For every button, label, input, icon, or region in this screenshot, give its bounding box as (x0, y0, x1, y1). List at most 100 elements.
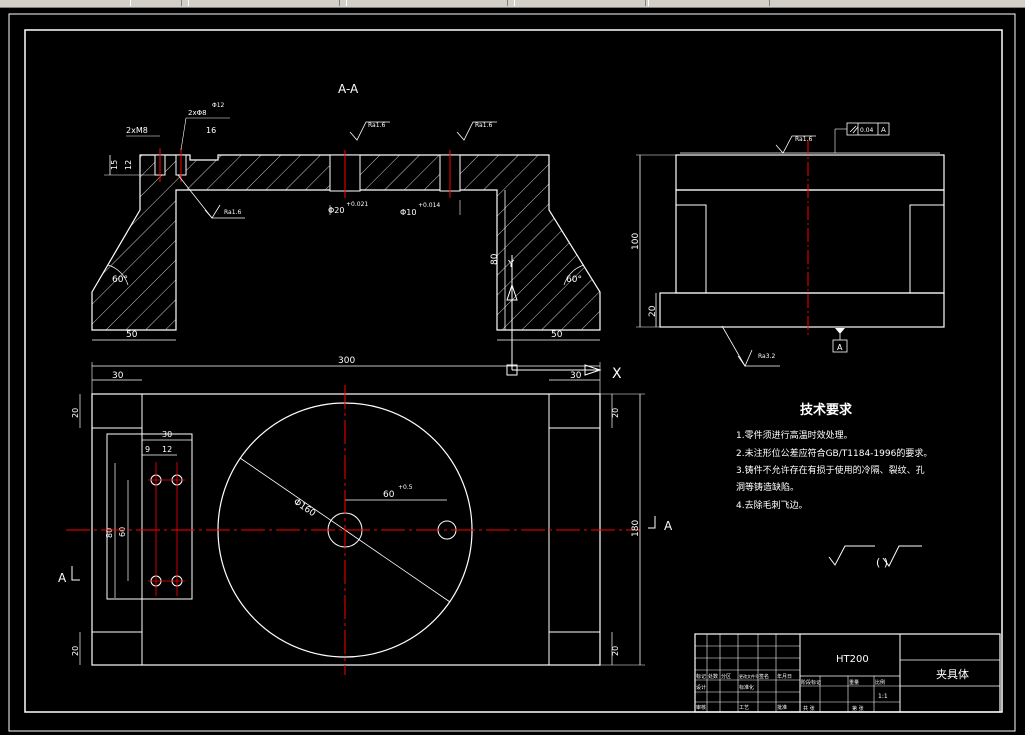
roughness-note: ( ) (876, 556, 888, 569)
roughness-symbol (775, 135, 816, 154)
angle-arc (563, 264, 585, 286)
phi160-label: Φ160 (291, 497, 317, 519)
tb-cell-process: 工艺 (739, 705, 749, 711)
tech-title: 技术要求 (800, 402, 853, 418)
datum-box-label: A (837, 343, 843, 352)
window-toolbar-strip (0, 0, 1025, 8)
dim-300: 300 (338, 356, 355, 366)
tech-item-5: 4.去除毛刺飞边。 (736, 499, 808, 511)
toolbar-segment[interactable] (130, 0, 182, 6)
ucs-x-label: X (612, 366, 622, 382)
ucs-y-label: Y (507, 259, 515, 270)
side-view: 100 20 Ra1.6 0.04 A A Ra3.2 (631, 122, 945, 367)
tb-part-name: 夹具体 (936, 667, 969, 681)
tb-cell-change: 更改文件号 (739, 673, 759, 679)
tb-cell-total-sheets: 共 张 (803, 705, 815, 712)
dim-30-plate: 30 (162, 430, 172, 439)
tb-cell-approve: 批准 (777, 704, 787, 711)
tb-cell-review: 审核 (696, 704, 706, 711)
dim-100: 100 (631, 233, 641, 250)
dim-12: 12 (124, 160, 133, 170)
dim-12-plate: 12 (162, 445, 172, 454)
roughness-symbol (456, 121, 497, 141)
tol-datum: A (881, 126, 886, 134)
dim-30-right: 30 (570, 371, 582, 381)
side-slot-left (675, 204, 707, 294)
dim-180: 180 (631, 520, 641, 537)
tb-cell-date: 年月日 (777, 673, 792, 680)
ra-1-6-c: Ra1.6 (224, 209, 241, 216)
dim-50-right: 50 (551, 330, 563, 340)
section-mark-left: A (58, 571, 67, 585)
ucs-origin-box (506, 364, 518, 376)
tech-item-1: 1.零件须进行高温时效处理。 (736, 429, 853, 441)
leader (180, 117, 187, 151)
tb-cell-stage: 阶段标记 (801, 679, 821, 686)
clamp-plate (106, 433, 193, 600)
angle-arc (107, 264, 129, 286)
tol-phi10: +0.014 (418, 202, 440, 209)
top-view: Φ160 60 +0.5 30 9 12 80 60 300 30 3 (58, 356, 673, 675)
dim-15: 15 (110, 160, 119, 170)
toolbar-segment[interactable] (514, 0, 646, 6)
dim-60-plate: 60 (118, 527, 127, 537)
section-view-a-a: 50 50 80 15 12 2xM8 2xΦ8 Φ12 16 Φ20 +0.0… (91, 102, 622, 382)
ucs-y-arrow (506, 283, 518, 301)
tb-cell-std: 标准化 (739, 684, 754, 691)
title-block-frame (694, 633, 1001, 713)
dim-9: 9 (145, 445, 150, 454)
tb-ratio: 1:1 (878, 693, 888, 700)
tech-item-3: 3.铸件不允许存在有损于使用的冷隔、裂纹、孔 (736, 464, 925, 476)
ucs-x-arrow (584, 364, 602, 376)
dim-20-tl: 20 (71, 408, 80, 418)
datum-triangle (835, 328, 845, 334)
side-top-slab (675, 154, 945, 191)
technical-requirements: 技术要求 1.零件须进行高温时效处理。 2.未注形位公差应符合GB/T1184-… (736, 402, 932, 569)
section-arrow-left (71, 566, 80, 581)
tb-cell-zone: 分区 (721, 673, 731, 680)
title-block: 标记 处数 分区 更改文件号 签名 年月日 设计 标准化 阶段标记 重量 比例 … (694, 633, 1001, 713)
dim-80-plate: 80 (105, 528, 114, 538)
toolbar-segment[interactable] (188, 0, 340, 6)
dim-80: 80 (490, 253, 500, 265)
dim-20-side: 20 (648, 305, 658, 317)
tb-cell-sheet-no: 第 张 (852, 705, 864, 712)
general-roughness-icon (828, 545, 875, 566)
tb-cell-sign: 签名 (759, 673, 769, 680)
toolbar-segment[interactable] (648, 0, 770, 6)
angle-right: 60° (566, 275, 582, 285)
roughness-leader (721, 325, 780, 367)
dim-50-left: 50 (126, 330, 138, 340)
section-arrow-right (648, 516, 656, 529)
ra-1-6-b: Ra1.6 (475, 122, 492, 129)
tb-material: HT200 (836, 654, 869, 665)
tol-60: +0.5 (398, 484, 413, 491)
dim-20-bl: 20 (71, 646, 80, 656)
side-slot-right (909, 204, 945, 294)
dim-30-left: 30 (112, 371, 124, 381)
callout-2xphi: 2xΦ8 (188, 109, 207, 117)
tol-phi20: +0.021 (346, 201, 368, 208)
tol-parallel: 0.04 (860, 127, 874, 134)
section-mark-right: A (664, 519, 673, 533)
tech-item-4: 洞等铸造缺陷。 (736, 481, 799, 493)
ra-1-6-a: Ra1.6 (368, 122, 385, 129)
roughness-symbol (349, 121, 390, 141)
toolbar-segment[interactable] (346, 0, 508, 6)
callout-phi12: Φ12 (212, 102, 225, 109)
parallelism-icon (852, 126, 859, 134)
side-body (675, 189, 945, 294)
tb-cell-count: 处数 (708, 673, 718, 680)
angle-left: 60° (112, 275, 128, 285)
parallelism-icon (849, 125, 857, 133)
roughness-symbol (737, 349, 753, 367)
roughness-symbol (204, 204, 221, 219)
roughness-check-icon (882, 545, 922, 567)
dim-20-tr: 20 (611, 408, 620, 418)
tb-cell-scale: 比例 (875, 679, 885, 686)
callout-16: 16 (206, 126, 216, 135)
tech-item-2: 2.未注形位公差应符合GB/T1184-1996的要求。 (736, 447, 932, 459)
dim-60: 60 (383, 490, 395, 500)
callout-phi20: Φ20 (328, 206, 344, 215)
